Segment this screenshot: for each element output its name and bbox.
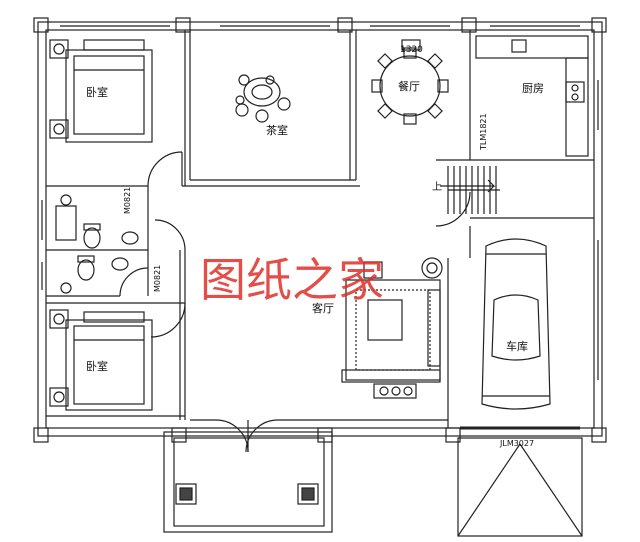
pillar: [461, 17, 477, 33]
dining-table: [371, 39, 449, 125]
pillar: [33, 427, 49, 443]
code-bath-door-lower: M0821: [153, 265, 162, 292]
bed-top: [49, 39, 153, 143]
ramp-line: [457, 443, 521, 537]
code-bath-door-upper: M0821: [123, 187, 132, 214]
porch-pillar: [175, 483, 197, 505]
room-label-garage: 车库: [506, 339, 528, 353]
pillar: [317, 427, 333, 443]
living-furniture: [341, 257, 443, 399]
watermark: 图纸之家: [200, 253, 384, 307]
door-swing: [147, 151, 183, 187]
bathroom-fixtures: [55, 194, 139, 294]
porch-step: [173, 437, 325, 527]
room-label-living: 客厅: [312, 301, 334, 315]
door-swing: [119, 267, 149, 297]
inner-wall: [45, 29, 595, 429]
kitchen-counter: [475, 35, 589, 157]
door-swing: [154, 219, 186, 251]
room-label-dining: 餐厅: [398, 79, 420, 93]
stair: [440, 166, 500, 214]
pillar: [171, 427, 187, 443]
car-icon: [481, 238, 551, 410]
code-kitchen-door: TLM1821: [479, 113, 488, 151]
porch-pillar: [179, 487, 193, 501]
porch: [163, 431, 333, 533]
room-label-bedroom-bottom: 卧室: [86, 359, 108, 373]
room-label-bedroom-top: 卧室: [86, 85, 108, 99]
door-swing: [435, 191, 471, 227]
porch-pillar: [297, 483, 319, 505]
pillar: [33, 17, 49, 33]
tea-table: [235, 74, 291, 123]
pillar: [445, 427, 461, 443]
outer-wall: [37, 21, 603, 437]
room-label-kitchen: 厨房: [522, 82, 544, 95]
pillar: [175, 17, 191, 33]
room-label-tea: 茶室: [266, 123, 288, 137]
bed-bottom: [49, 309, 153, 411]
pillar: [337, 17, 353, 33]
stair-label: 上: [432, 181, 442, 193]
porch-pillar: [301, 487, 315, 501]
ramp-line: [519, 443, 583, 537]
code-garage-door: JLM3027: [499, 439, 534, 448]
door-swing: [150, 302, 186, 338]
code-dining-window: 1320: [400, 45, 423, 55]
garage-ramp: [457, 437, 583, 537]
pillar: [591, 17, 607, 33]
door-swing: [245, 419, 279, 453]
pillar: [591, 427, 607, 443]
